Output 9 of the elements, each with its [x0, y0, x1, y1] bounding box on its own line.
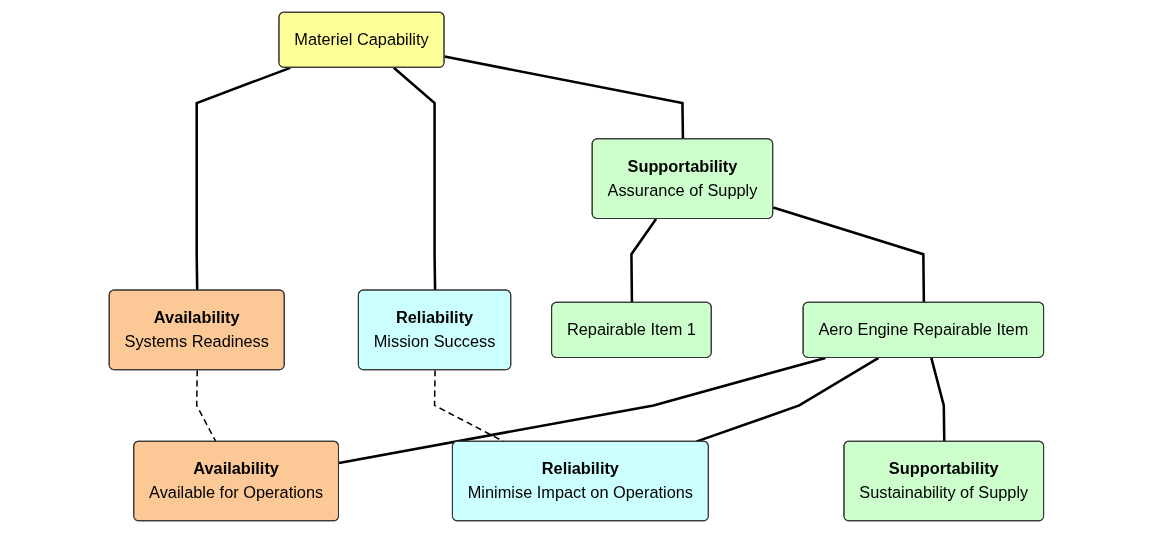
connector — [443, 55, 684, 140]
connector — [772, 206, 925, 303]
connector — [195, 369, 217, 443]
connector — [392, 66, 436, 291]
connector — [695, 356, 879, 443]
connector — [338, 356, 826, 465]
connector — [929, 357, 946, 442]
connector — [629, 218, 657, 303]
connector — [195, 66, 291, 291]
